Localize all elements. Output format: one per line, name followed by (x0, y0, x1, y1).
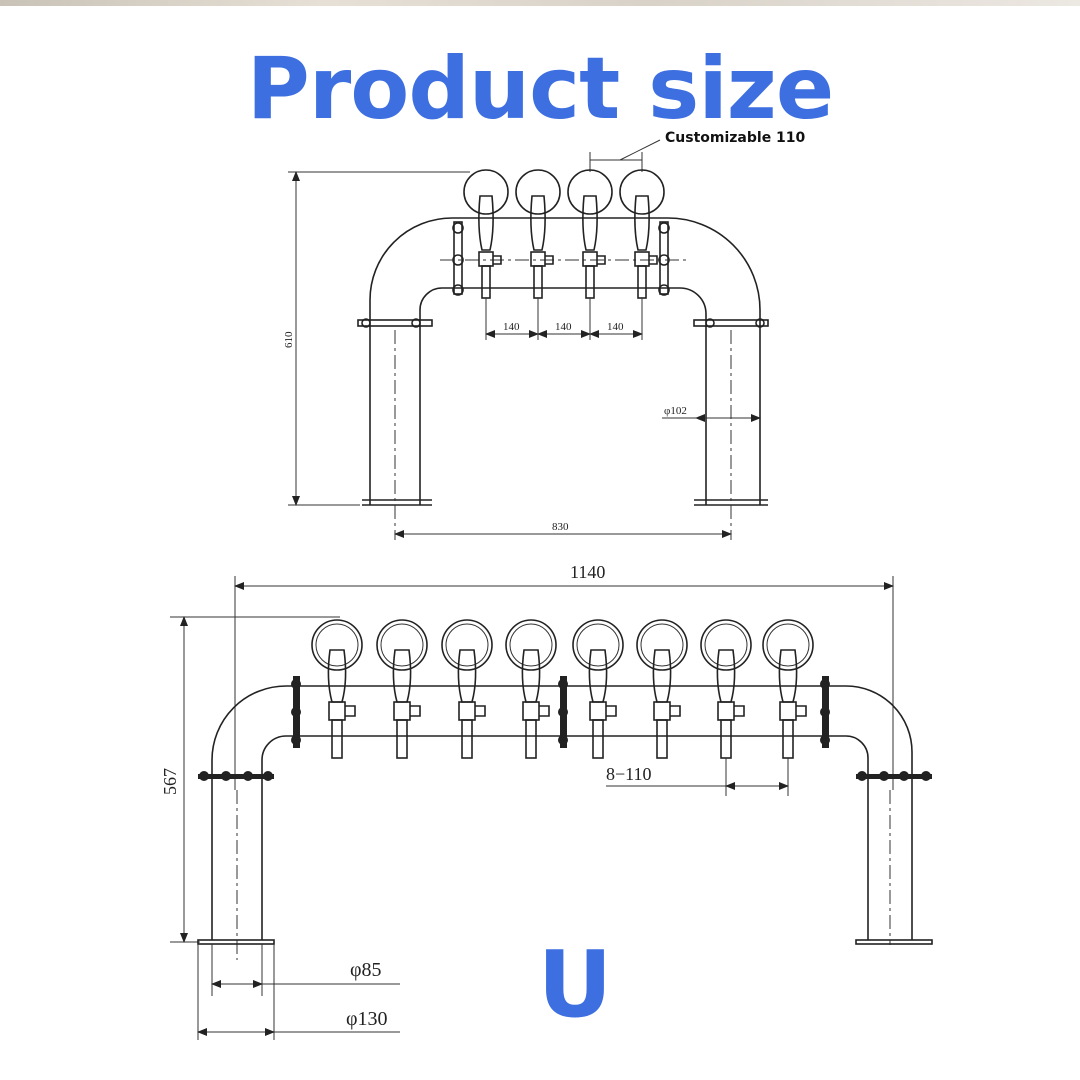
beer-tap (572, 619, 624, 759)
beer-tap (441, 619, 493, 759)
tap-spacing-label: 140 (555, 321, 572, 333)
base-diameter-dimension: φ130 (197, 944, 400, 1040)
beer-tap (619, 169, 665, 299)
bottom-drawing: 1140 567 (160, 562, 933, 1040)
bottom-height-label: 567 (160, 768, 180, 795)
bottom-frame (197, 676, 933, 960)
page-title: Product size (246, 39, 834, 139)
top-frame (357, 217, 769, 540)
inner-diameter-label: φ85 (350, 959, 382, 981)
tap-spacing-label: 140 (503, 321, 520, 333)
top-span-dimension: 830 (394, 521, 732, 538)
beer-tap (700, 619, 752, 759)
leg-span-label: 830 (552, 521, 569, 533)
tap-spacing-label: 140 (607, 321, 624, 333)
beer-tap (762, 619, 814, 759)
base-diameter-label: φ130 (346, 1008, 388, 1030)
bottom-width-label: 1140 (570, 562, 605, 582)
beer-tap (567, 169, 613, 299)
bottom-height-dimension: 567 (160, 616, 340, 943)
bottom-tap-spacing-label: 8−110 (606, 764, 651, 784)
beer-tap (311, 619, 363, 759)
beer-tap (463, 169, 509, 299)
top-photo-strip (0, 0, 1080, 6)
customizable-callout: Customizable 110 (589, 130, 806, 172)
bottom-width-dimension: 1140 (234, 562, 894, 790)
top-drawing: Customizable 110 610 (283, 130, 806, 540)
top-height-label: 610 (283, 331, 295, 348)
top-taps (463, 169, 665, 299)
inner-diameter-dimension: φ85 (211, 944, 400, 996)
beer-tap (515, 169, 561, 299)
customizable-label: Customizable 110 (665, 130, 806, 146)
shape-u-label: U (537, 931, 613, 1038)
top-tap-spacing-dimension: 140 140 140 (485, 298, 643, 340)
beer-tap (636, 619, 688, 759)
top-leg-diameter-dimension: φ102 (662, 405, 761, 422)
beer-tap (376, 619, 428, 759)
bottom-tap-spacing-dimension: 8−110 (606, 758, 789, 796)
leg-diameter-label: φ102 (664, 405, 687, 417)
top-height-dimension: 610 (283, 171, 470, 506)
beer-tap (505, 619, 557, 759)
